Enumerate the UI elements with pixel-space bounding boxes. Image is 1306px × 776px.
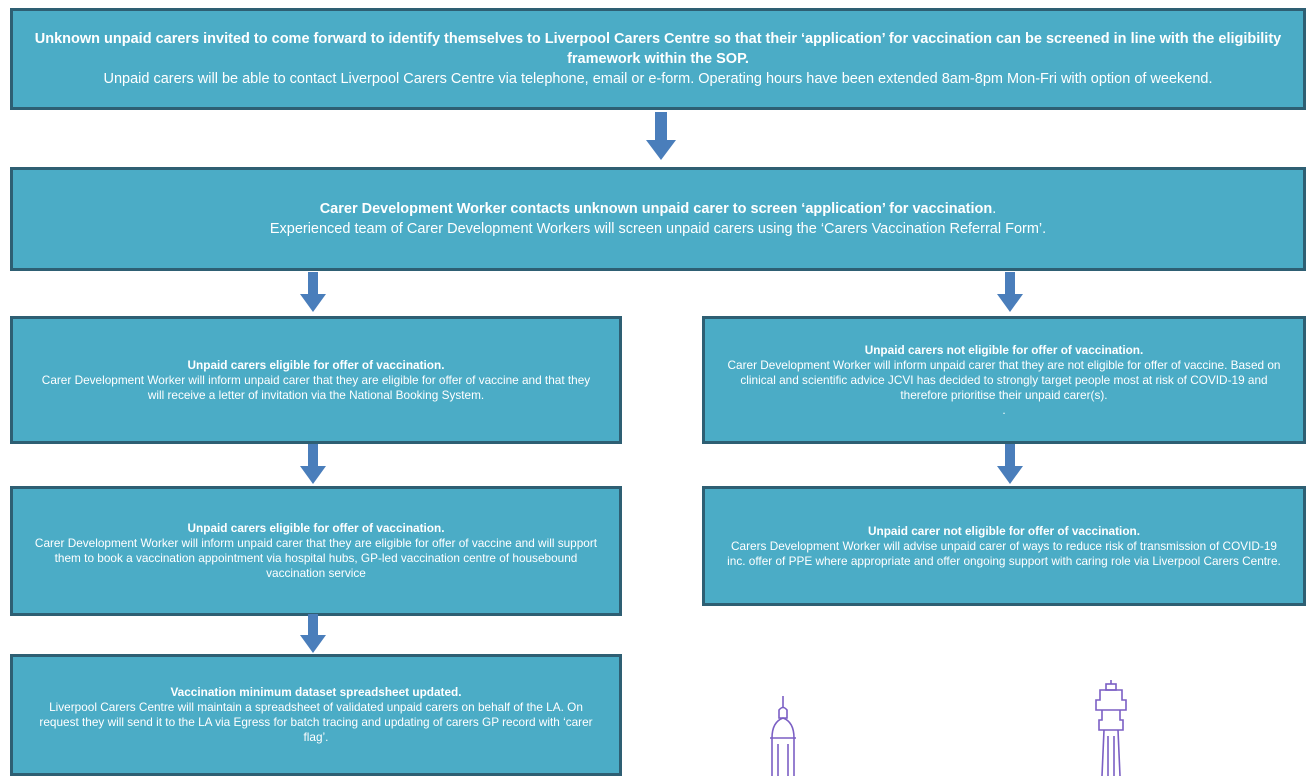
eligible-box-booking: Unpaid carers eligible for offer of vacc… bbox=[10, 486, 622, 616]
landmark-tower-logo bbox=[1095, 680, 1127, 776]
eligible-box-letter: Unpaid carers eligible for offer of vacc… bbox=[10, 316, 622, 444]
eligible-body-1: Carer Development Worker will inform unp… bbox=[41, 372, 591, 402]
not-eligible-trailing-dot: . bbox=[1002, 402, 1006, 417]
down-arrow-icon bbox=[300, 272, 326, 312]
not-eligible-box-advice: Unpaid carer not eligible for offer of v… bbox=[702, 486, 1306, 606]
dataset-heading: Vaccination minimum dataset spreadsheet … bbox=[170, 685, 462, 699]
dataset-body: Liverpool Carers Centre will maintain a … bbox=[39, 700, 593, 744]
not-eligible-body-1: Carer Development Worker will inform unp… bbox=[727, 357, 1281, 402]
screening-box: Carer Development Worker contacts unknow… bbox=[10, 167, 1306, 271]
landmark-dome-logo bbox=[770, 696, 796, 776]
not-eligible-body-2: Carers Development Worker will advise un… bbox=[727, 538, 1281, 568]
eligible-heading-1: Unpaid carers eligible for offer of vacc… bbox=[187, 357, 445, 372]
not-eligible-heading-2: Unpaid carer not eligible for offer of v… bbox=[867, 523, 1141, 538]
not-eligible-heading-1: Unpaid carers not eligible for offer of … bbox=[864, 342, 1144, 357]
intro-box: Unknown unpaid carers invited to come fo… bbox=[10, 8, 1306, 110]
dataset-box: Vaccination minimum dataset spreadsheet … bbox=[10, 654, 622, 776]
not-eligible-box-info: Unpaid carers not eligible for offer of … bbox=[702, 316, 1306, 444]
eligible-body-2: Carer Development Worker will inform unp… bbox=[34, 536, 598, 580]
intro-heading: Unknown unpaid carers invited to come fo… bbox=[34, 31, 1282, 67]
down-arrow-icon bbox=[300, 444, 326, 484]
screening-heading: Carer Development Worker contacts unknow… bbox=[319, 201, 993, 217]
screening-heading-suffix: . bbox=[992, 201, 997, 217]
down-arrow-icon bbox=[646, 112, 676, 160]
intro-body: Unpaid carers will be able to contact Li… bbox=[103, 71, 1213, 87]
down-arrow-icon bbox=[997, 272, 1023, 312]
eligible-heading-2: Unpaid carers eligible for offer of vacc… bbox=[187, 521, 445, 535]
down-arrow-icon bbox=[300, 614, 326, 653]
down-arrow-icon bbox=[997, 444, 1023, 484]
screening-body: Experienced team of Carer Development Wo… bbox=[269, 221, 1047, 237]
